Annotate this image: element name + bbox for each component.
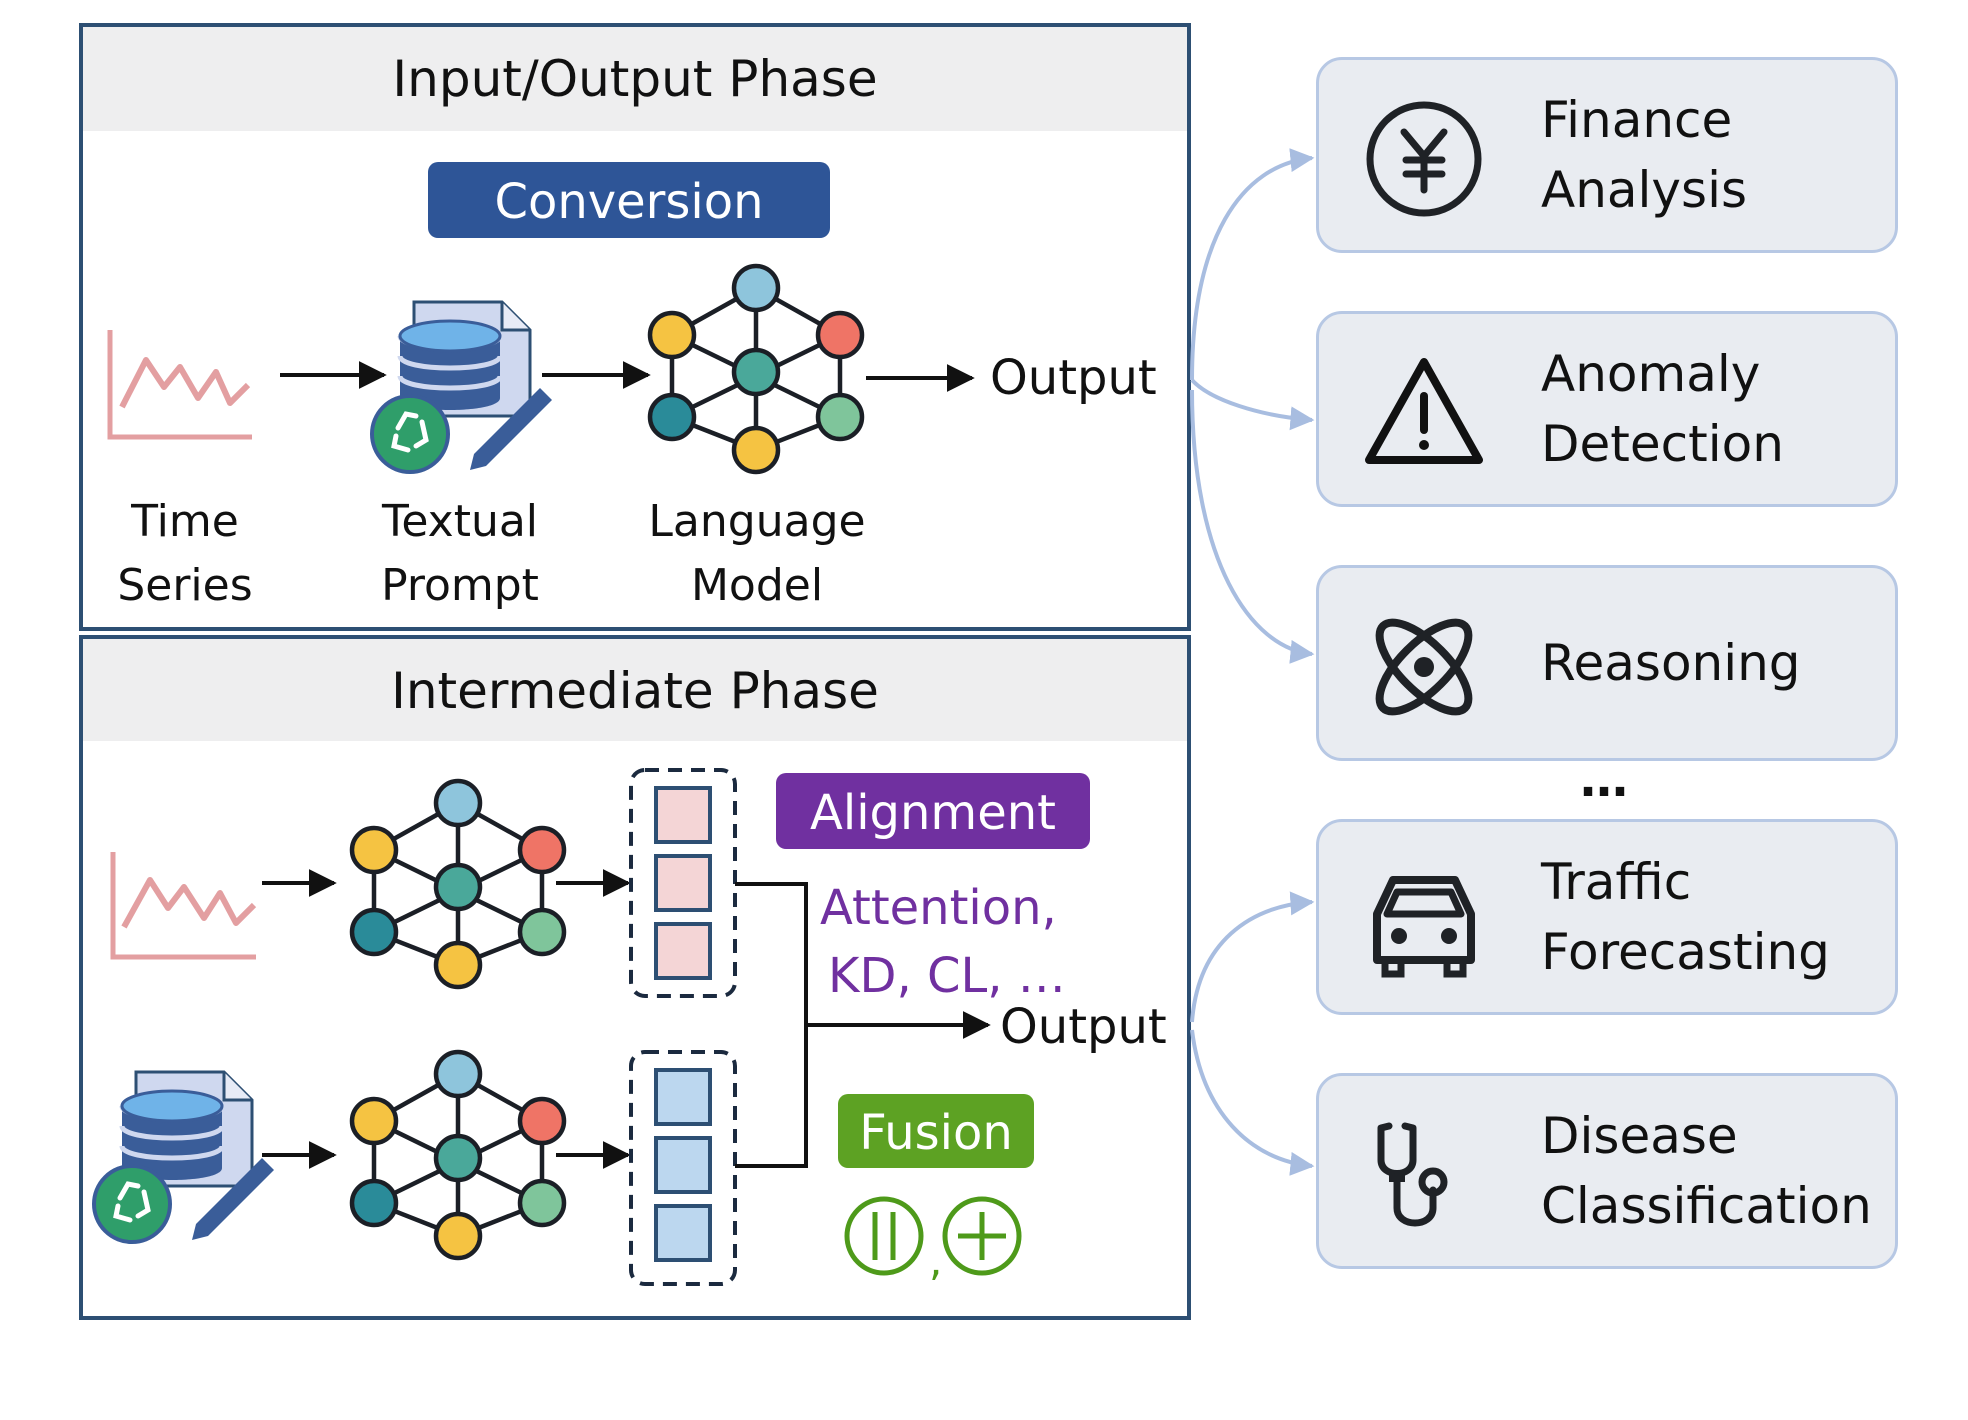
time-series-icon <box>110 852 257 960</box>
conversion-tag <box>428 162 830 238</box>
fusion-separator: , <box>929 1236 942 1285</box>
application-label-line1: Reasoning <box>1541 634 1801 692</box>
time-series-icon <box>107 330 252 440</box>
io-output-label: Output <box>990 350 1157 406</box>
stethoscope-icon <box>1377 1122 1448 1227</box>
application-label-line2: Classification <box>1541 1177 1872 1235</box>
language-model-label-line2: Model <box>691 560 823 611</box>
textual-prompt-label-line1: Textual <box>381 496 538 547</box>
application-label-line2: Detection <box>1541 415 1784 473</box>
text-token-stack <box>629 1050 737 1286</box>
intermediate-output-label: Output <box>1000 999 1167 1055</box>
application-finance-analysis: Finance Analysis <box>1316 57 1898 253</box>
yen-coin-icon <box>1366 101 1482 217</box>
application-label-line2: Forecasting <box>1541 923 1830 981</box>
language-model-label-line1: Language <box>648 496 865 547</box>
alignment-label: Alignment <box>810 785 1056 841</box>
application-reasoning: Reasoning <box>1316 565 1898 761</box>
io-phase-header <box>83 27 1187 131</box>
application-anomaly-detection: Anomaly Detection <box>1316 311 1898 507</box>
alignment-tag <box>776 773 1090 849</box>
intermediate-phase-title: Intermediate Phase <box>391 662 879 720</box>
warning-triangle-icon <box>1365 358 1483 464</box>
textual-prompt-label-line2: Prompt <box>381 560 539 611</box>
application-disease-classification: Disease Classification <box>1316 1073 1898 1269</box>
element-wise-sum-icon <box>942 1196 1022 1276</box>
car-icon <box>1373 876 1475 978</box>
application-traffic-forecasting: Traffic Forecasting <box>1316 819 1898 1015</box>
time-series-label-line1: Time <box>130 496 239 547</box>
time-series-label-line2: Series <box>117 560 252 611</box>
time-series-token-stack <box>629 768 737 998</box>
intermediate-phase-header <box>83 639 1187 741</box>
application-label-line1: Traffic <box>1541 853 1692 911</box>
atom-icon <box>1375 618 1473 716</box>
more-applications-ellipsis: … <box>1580 752 1628 808</box>
application-label-line1: Disease <box>1541 1107 1738 1165</box>
fusion-tag <box>838 1094 1034 1168</box>
concatenation-icon <box>844 1196 924 1276</box>
application-label-line1: Anomaly <box>1541 345 1761 403</box>
application-connectors <box>1190 148 1315 1176</box>
io-phase-title: Input/Output Phase <box>392 50 877 108</box>
application-label-line1: Finance <box>1541 91 1733 149</box>
alignment-methods-line2: KD, CL, … <box>828 948 1066 1004</box>
conversion-label: Conversion <box>494 174 763 230</box>
fusion-label: Fusion <box>859 1105 1013 1161</box>
alignment-methods-line1: Attention, <box>820 880 1057 936</box>
application-label-line2: Analysis <box>1541 161 1748 219</box>
